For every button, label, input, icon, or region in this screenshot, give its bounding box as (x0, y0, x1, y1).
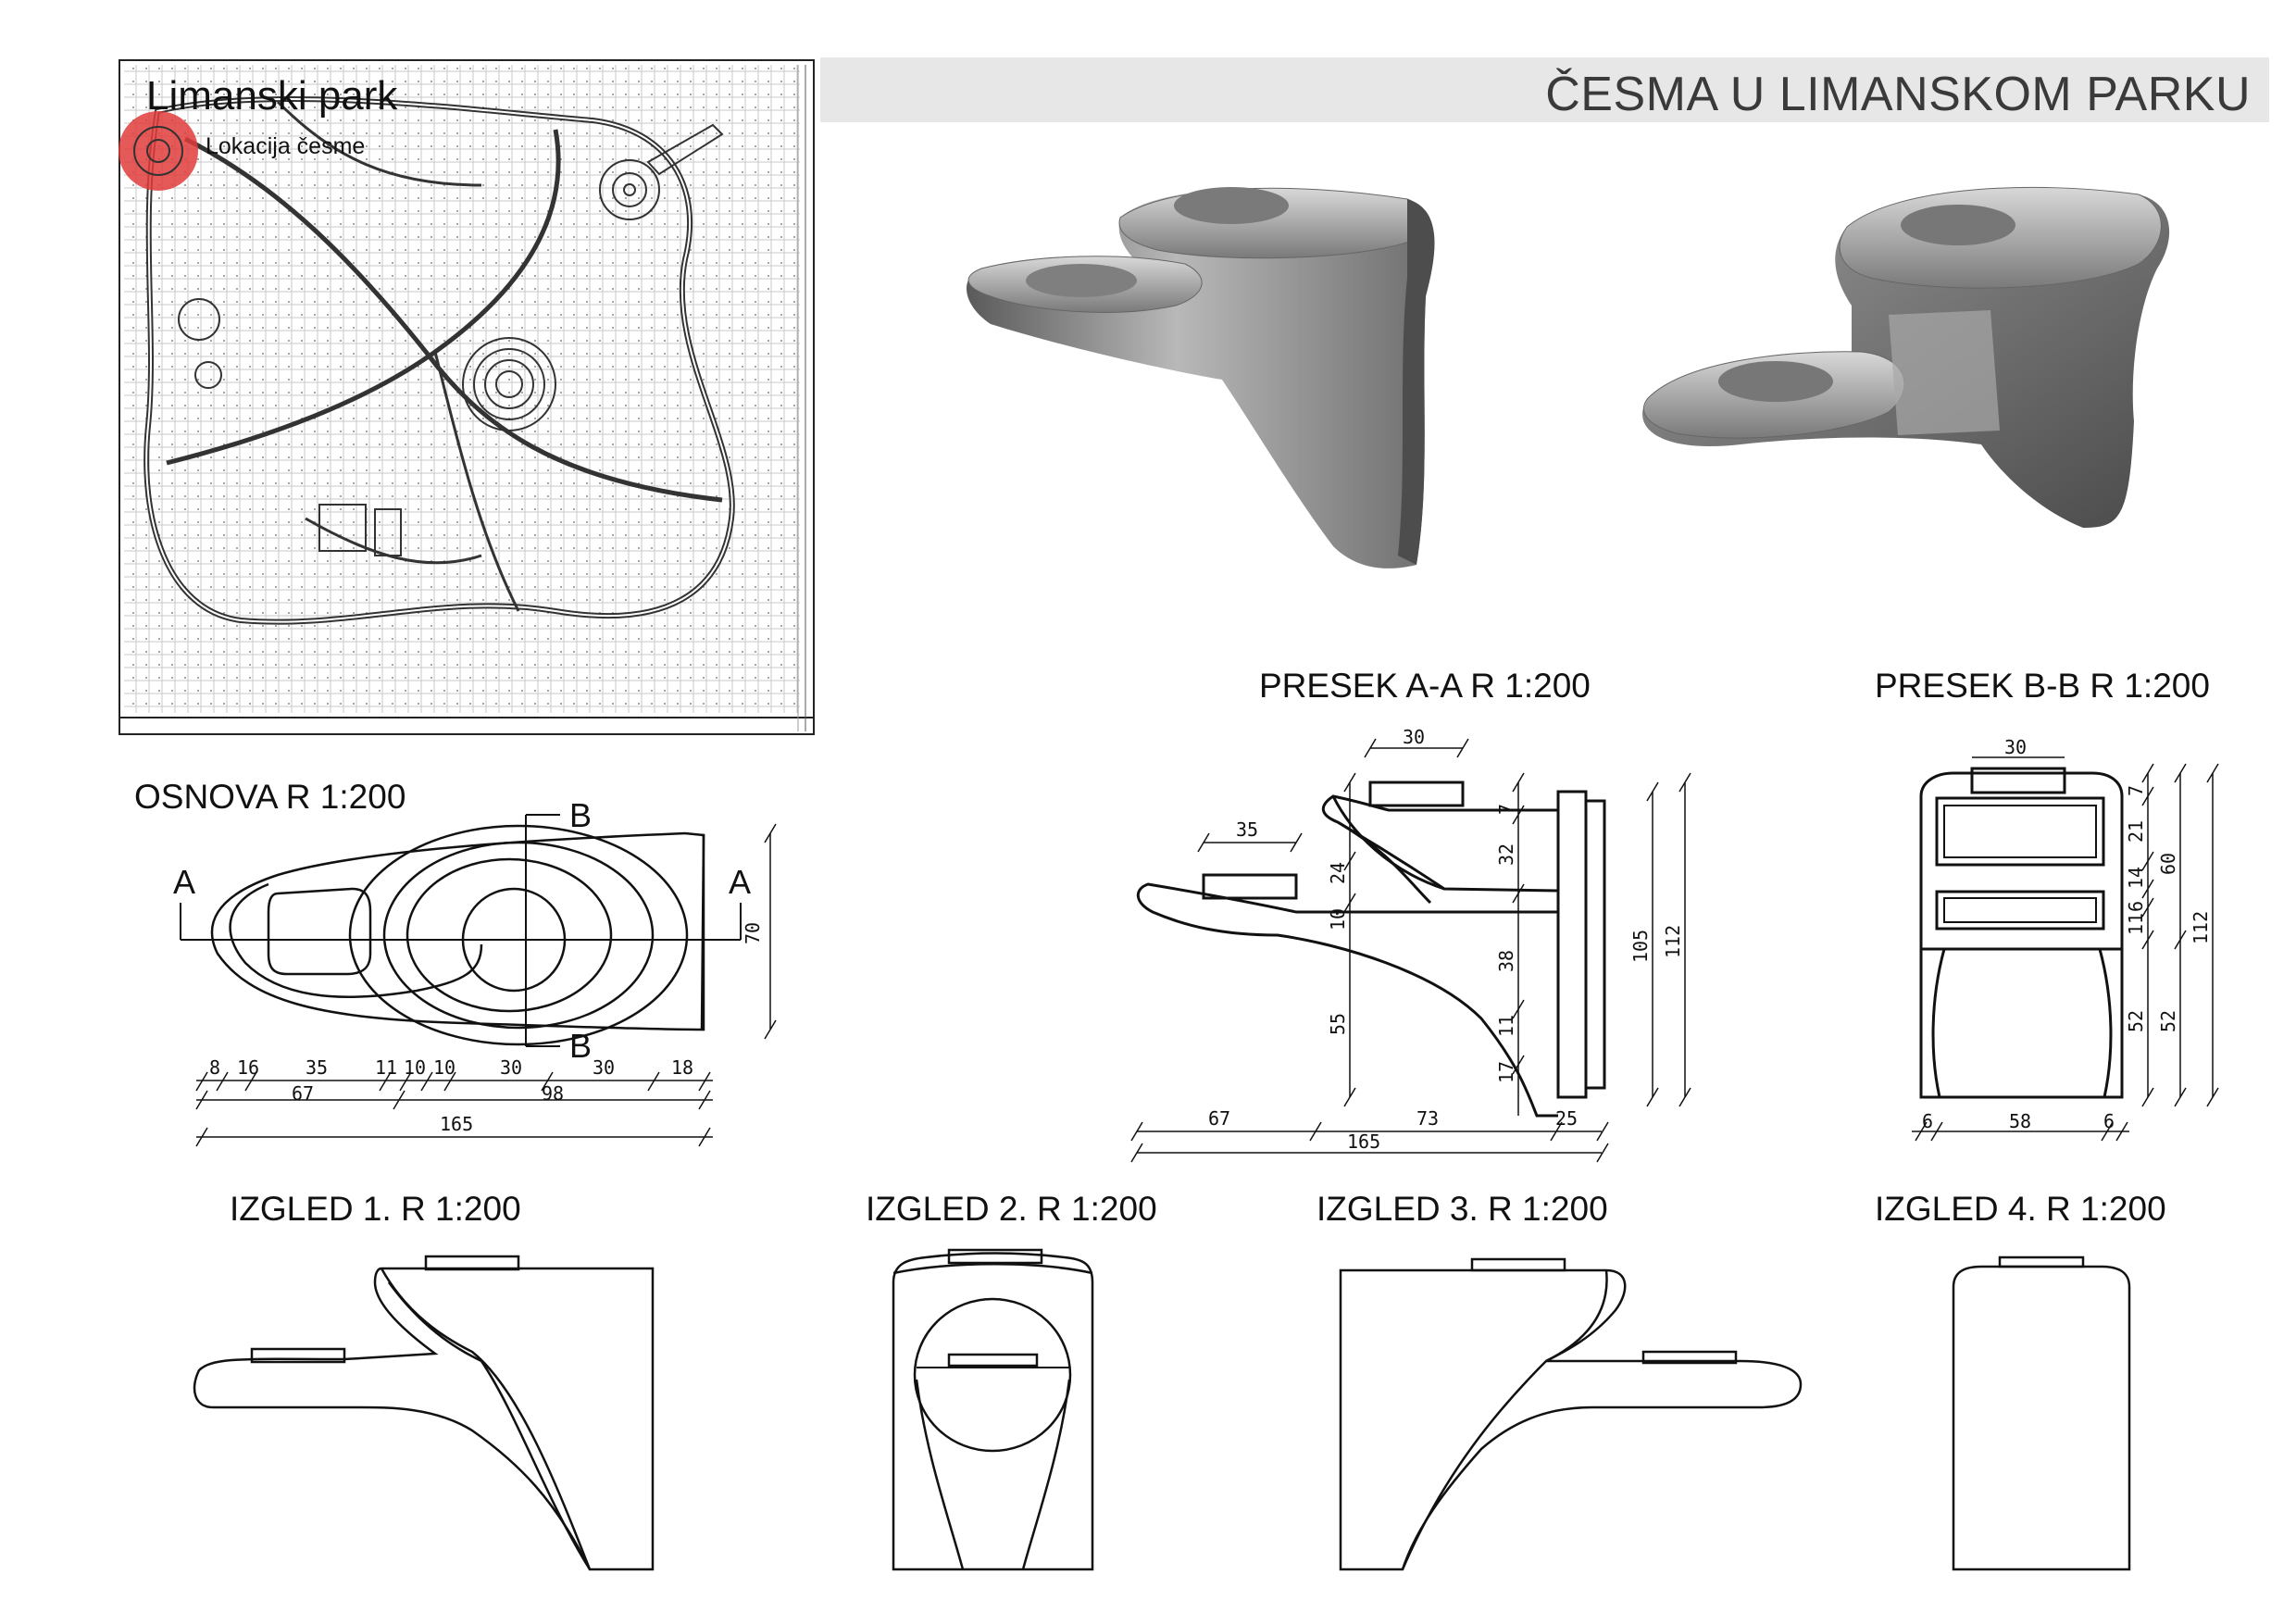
osnova-dimension-labels: 8 16 35 11 10 10 30 30 18 67 98 165 70 (209, 922, 764, 1135)
label-izgled-4: IZGLED 4. R 1:200 (1875, 1190, 2166, 1228)
presek-bb-dimension-labels: 30 7 21 14 6 11 52 60 52 112 6 58 6 (1922, 736, 2212, 1132)
presek-aa-dimension-lines (1130, 738, 1691, 1163)
svg-text:165: 165 (1347, 1131, 1380, 1153)
svg-text:25: 25 (1555, 1107, 1578, 1130)
svg-text:67: 67 (292, 1082, 314, 1105)
svg-text:16: 16 (237, 1056, 259, 1079)
svg-text:8: 8 (209, 1056, 220, 1079)
svg-text:7: 7 (2125, 785, 2147, 796)
svg-text:6: 6 (2103, 1110, 2115, 1132)
svg-text:35: 35 (306, 1056, 328, 1079)
svg-text:52: 52 (2125, 1010, 2147, 1032)
svg-text:112: 112 (2190, 911, 2212, 944)
izgled-4-elevation (1952, 1255, 2131, 1571)
location-label: Lokacija česme (206, 133, 365, 159)
izgled-1-elevation (193, 1255, 655, 1571)
svg-text:11: 11 (1495, 1015, 1517, 1037)
presek-aa-dimension-labels: 30 35 24 10 55 7 32 38 11 17 105 112 67 … (1208, 726, 1684, 1153)
label-presek-aa: PRESEK A-A R 1:200 (1259, 667, 1591, 705)
label-izgled-2: IZGLED 2. R 1:200 (866, 1190, 1157, 1228)
svg-text:14: 14 (2125, 867, 2147, 889)
presek-aa (1136, 781, 1606, 1118)
svg-text:98: 98 (542, 1082, 564, 1105)
svg-text:11: 11 (2125, 913, 2147, 935)
page-title: ČESMA U LIMANSKOM PARKU (1545, 68, 2251, 121)
title-bar: ČESMA U LIMANSKOM PARKU (820, 57, 2269, 122)
svg-text:30: 30 (1403, 726, 1425, 748)
svg-text:6: 6 (2125, 901, 2147, 912)
presek-bb (1919, 767, 2124, 1099)
render-view-2 (1642, 186, 2170, 528)
label-osnova: OSNOVA R 1:200 (134, 778, 406, 816)
svg-text:73: 73 (1416, 1107, 1439, 1130)
section-mark-a-left: A (173, 863, 195, 901)
svg-text:38: 38 (1495, 950, 1517, 972)
svg-text:112: 112 (1662, 925, 1684, 958)
svg-text:10: 10 (404, 1056, 426, 1079)
svg-text:7: 7 (1495, 804, 1517, 815)
svg-text:165: 165 (440, 1113, 473, 1135)
section-mark-a-right: A (729, 863, 751, 901)
svg-text:30: 30 (593, 1056, 615, 1079)
svg-text:18: 18 (671, 1056, 693, 1079)
label-izgled-3: IZGLED 3. R 1:200 (1316, 1190, 1608, 1228)
render-view-1 (966, 187, 1435, 568)
svg-text:67: 67 (1208, 1107, 1230, 1130)
svg-text:24: 24 (1327, 862, 1349, 884)
osnova-dimension-lines (195, 823, 777, 1147)
section-mark-b-bottom: B (569, 1027, 592, 1065)
svg-text:70: 70 (742, 922, 764, 944)
osnova-plan (180, 814, 742, 1047)
izgled-2-elevation (892, 1248, 1094, 1571)
svg-text:58: 58 (2009, 1110, 2031, 1132)
presek-bb-dimension-lines (1912, 756, 2219, 1142)
svg-text:55: 55 (1327, 1013, 1349, 1035)
svg-text:60: 60 (2157, 853, 2179, 875)
svg-text:21: 21 (2125, 820, 2147, 843)
svg-text:11: 11 (375, 1056, 397, 1079)
svg-text:10: 10 (1327, 908, 1349, 931)
svg-text:52: 52 (2157, 1010, 2179, 1032)
svg-text:10: 10 (433, 1056, 455, 1079)
svg-text:32: 32 (1495, 843, 1517, 866)
svg-text:6: 6 (1922, 1110, 1933, 1132)
section-mark-b-top: B (569, 796, 592, 834)
svg-text:30: 30 (500, 1056, 522, 1079)
label-presek-bb: PRESEK B-B R 1:200 (1875, 667, 2210, 705)
svg-text:17: 17 (1495, 1061, 1517, 1083)
svg-text:35: 35 (1236, 818, 1258, 841)
location-marker-icon (119, 111, 198, 191)
site-plan: Limanski park Lokacija česme (119, 59, 815, 735)
label-izgled-1: IZGLED 1. R 1:200 (230, 1190, 521, 1228)
svg-text:30: 30 (2004, 736, 2027, 758)
svg-text:105: 105 (1629, 930, 1652, 963)
izgled-3-elevation (1339, 1257, 1803, 1571)
park-name: Limanski park (146, 73, 398, 119)
